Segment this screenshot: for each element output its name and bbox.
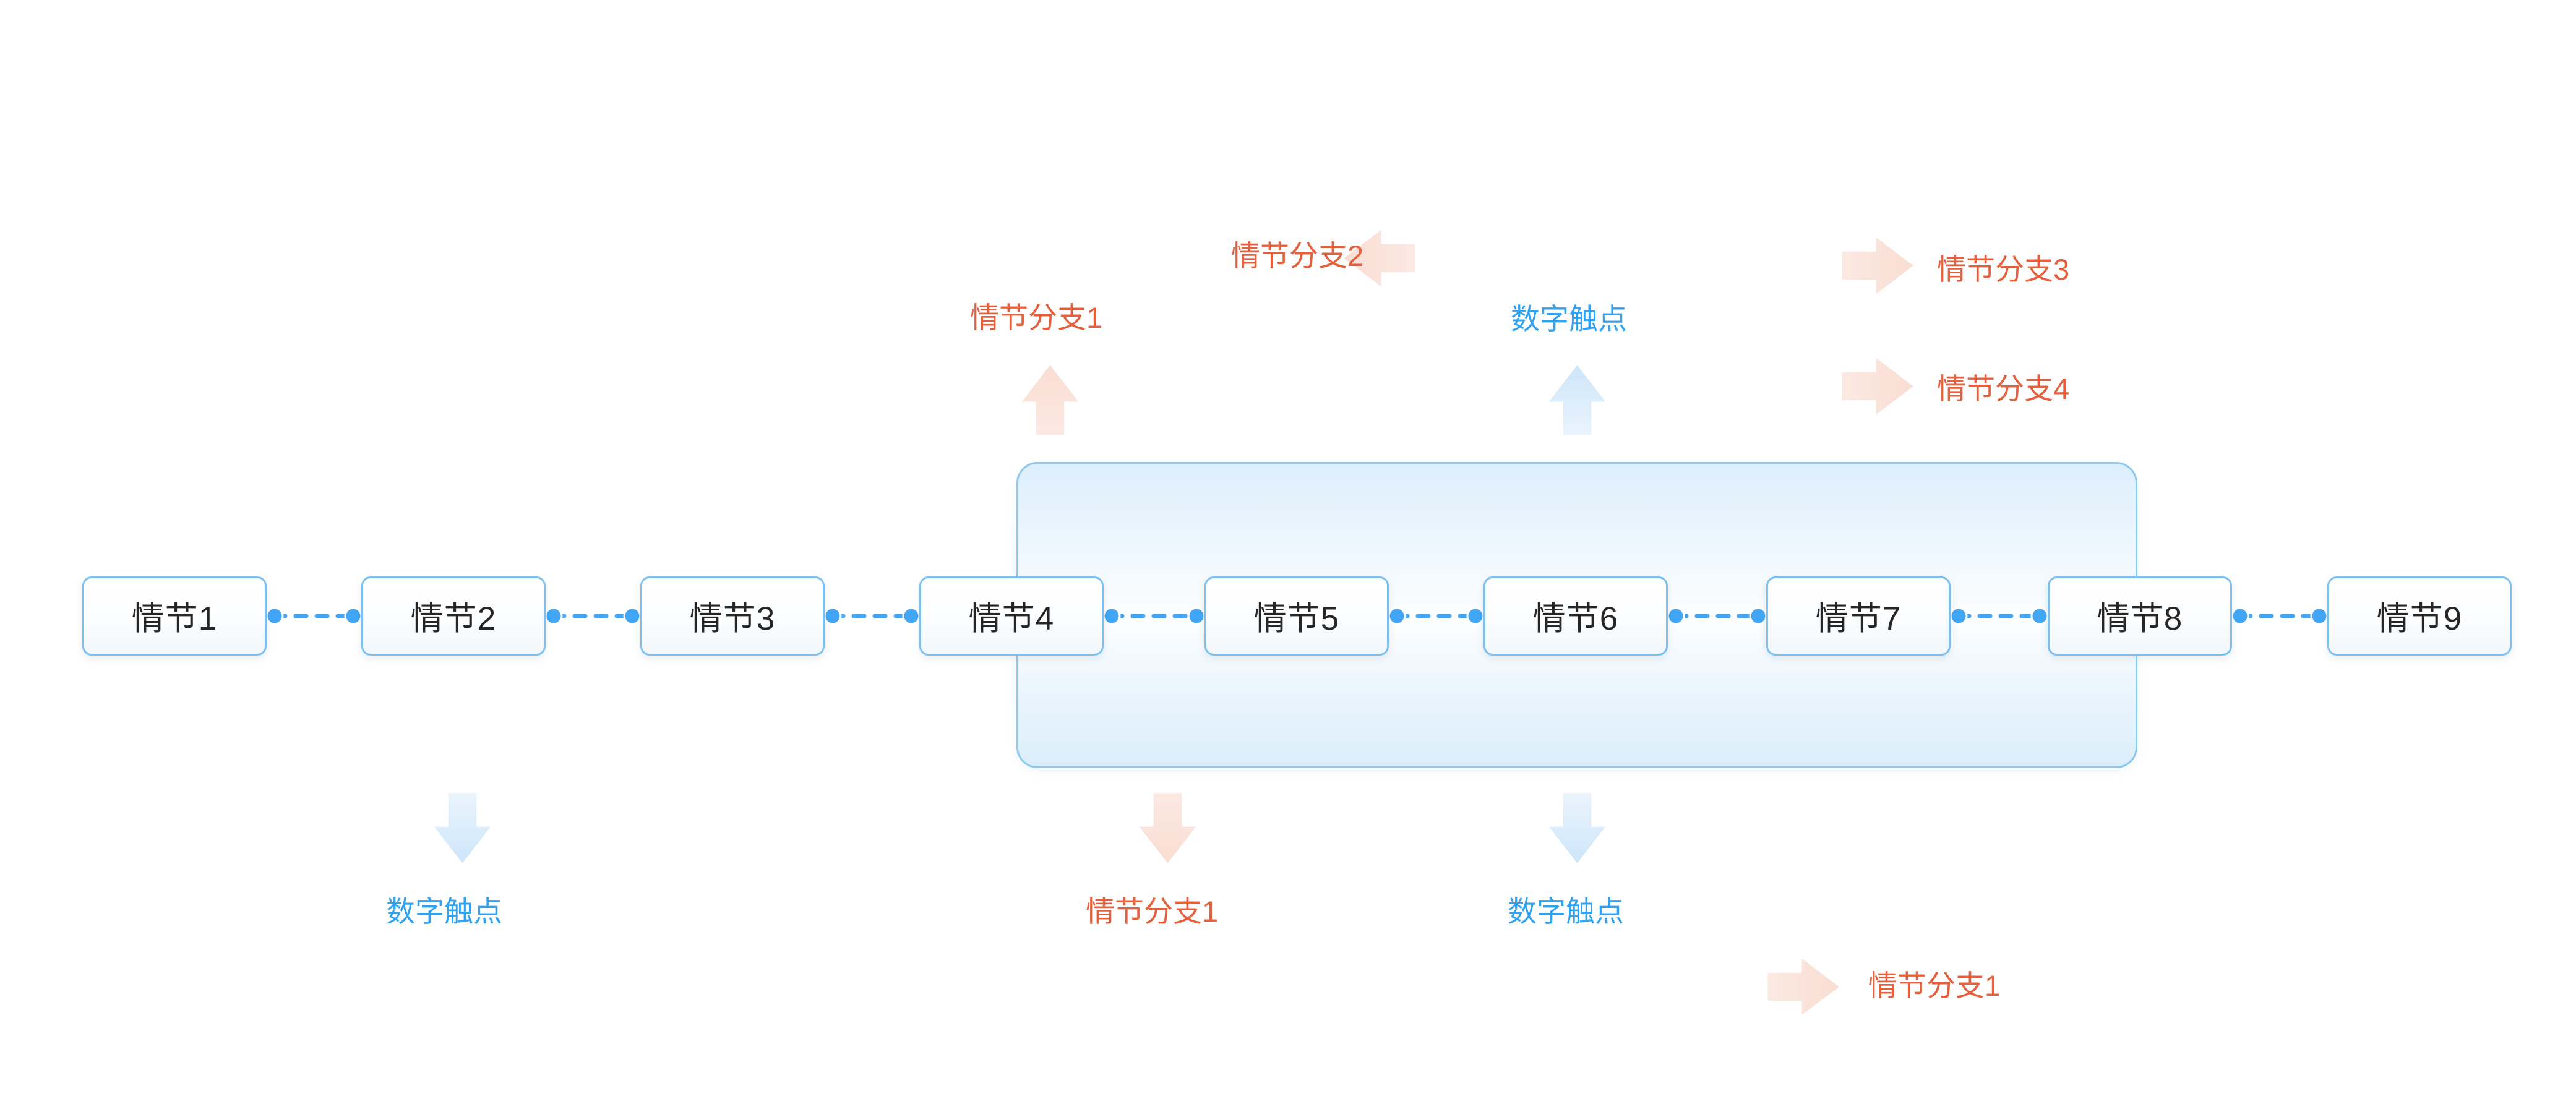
plot-node-label: 情节5 (1253, 601, 1340, 637)
plot-connector-6[interactable] (1667, 604, 1767, 628)
plot-node-label: 情节6 (1532, 601, 1619, 637)
arrow-right-icon (1840, 236, 1915, 295)
arrow-up-icon (1548, 364, 1607, 437)
plot-connector-8[interactable] (2231, 604, 2329, 628)
annotation-label-branch-1-top: 情节分支1 (970, 301, 1103, 334)
arrow-left-icon (1342, 229, 1417, 288)
plot-node-2[interactable]: 情节2 (361, 576, 546, 656)
plot-node-label: 情节3 (689, 601, 776, 637)
plot-node-label: 情节4 (968, 601, 1055, 637)
plot-node-label: 情节7 (1815, 601, 1902, 637)
plot-node-6[interactable]: 情节6 (1483, 576, 1668, 656)
annotation-label-branch-3-right: 情节分支3 (1937, 253, 2070, 286)
plot-node-4[interactable]: 情节4 (919, 576, 1104, 656)
plot-connector-7[interactable] (1949, 604, 2049, 628)
plot-node-9[interactable]: 情节9 (2327, 576, 2512, 656)
annotation-label-branch-4-right: 情节分支4 (1937, 372, 2070, 405)
plot-connector-5[interactable] (1388, 604, 1485, 628)
annotation-label-branch-1-bottom: 情节分支1 (1086, 895, 1219, 928)
plot-node-5[interactable]: 情节5 (1204, 576, 1389, 656)
arrow-right-icon (1766, 957, 1840, 1016)
plot-connector-4[interactable] (1102, 604, 1206, 628)
plot-node-3[interactable]: 情节3 (640, 576, 825, 656)
arrow-right-icon (1840, 357, 1915, 416)
arrow-down-icon (433, 792, 492, 865)
plot-connector-3[interactable] (823, 604, 921, 628)
annotation-label-touchpoint-below-2: 数字触点 (386, 895, 502, 928)
plot-node-label: 情节8 (2097, 601, 2183, 637)
annotation-label-branch-1-lower: 情节分支1 (1868, 969, 2001, 1002)
plot-node-label: 情节1 (131, 601, 218, 637)
annotation-label-touchpoint-below-6: 数字触点 (1508, 895, 1624, 928)
plot-node-7[interactable]: 情节7 (1766, 576, 1951, 656)
annotation-label-branch-2-top: 情节分支2 (1231, 239, 1364, 272)
plot-node-label: 情节9 (2376, 601, 2463, 637)
arrow-down-icon (1138, 792, 1197, 865)
plot-connector-2[interactable] (544, 604, 642, 628)
plot-node-1[interactable]: 情节1 (82, 576, 267, 656)
plot-node-8[interactable]: 情节8 (2048, 576, 2232, 656)
arrow-up-icon (1021, 364, 1080, 437)
arrow-down-icon (1548, 792, 1607, 865)
plot-node-label: 情节2 (410, 601, 497, 637)
plot-connector-1[interactable] (265, 604, 363, 628)
annotation-label-touchpoint-top: 数字触点 (1511, 302, 1627, 335)
